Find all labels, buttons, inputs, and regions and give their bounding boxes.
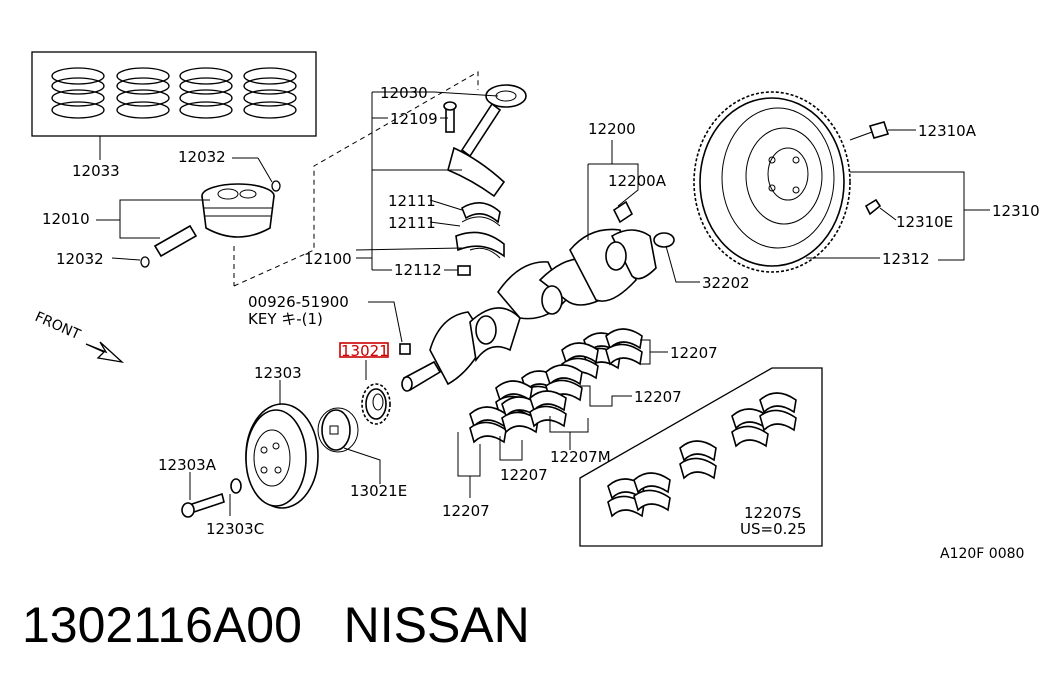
diagram-code: A120F 0080 xyxy=(940,546,1024,562)
crank-sprocket-group: 13021 xyxy=(339,342,391,425)
label-12303: 12303 xyxy=(254,364,302,382)
connecting-rod-group: 12030 12109 12111 12111 12100 12112 xyxy=(304,84,527,279)
label-12303C: 12303C xyxy=(206,520,264,538)
label-12310A: 12310A xyxy=(918,122,977,140)
label-12033: 12033 xyxy=(72,162,120,180)
snap-ring-bottom xyxy=(140,256,150,268)
label-12207-a: 12207 xyxy=(670,344,718,362)
crankshaft-group: 12200 12200A 32202 xyxy=(401,120,750,392)
bearing-row-lower xyxy=(469,390,567,444)
label-12207-d: 12207 xyxy=(442,502,490,520)
label-12207-c: 12207 xyxy=(500,466,548,484)
crank-key xyxy=(612,200,634,224)
pulley-washer xyxy=(230,478,242,494)
undersize-bearing-set: 12207S US=0.25 xyxy=(579,367,823,547)
part-number: 1302116A00 xyxy=(22,597,302,653)
brand-name: NISSAN xyxy=(343,597,530,653)
label-00926-51900: 00926-51900 xyxy=(248,293,349,311)
piston-pin xyxy=(153,224,198,258)
piston-ring-set-2 xyxy=(116,67,170,119)
rod-bearing-upper xyxy=(461,202,501,224)
front-arrow-icon xyxy=(85,341,125,364)
label-13021E: 13021E xyxy=(350,482,407,500)
label-key: KEY キ-(1) xyxy=(248,310,323,328)
bearing-pair-upper-right xyxy=(561,328,643,380)
label-12200: 12200 xyxy=(588,120,636,138)
flywheel-group: 12310A 12310E 12310 12312 xyxy=(693,91,1040,273)
label-12310E: 12310E xyxy=(896,213,953,231)
label-12100: 12100 xyxy=(304,250,352,268)
piston-ring-set-4 xyxy=(243,67,297,119)
pilot-bushing xyxy=(653,232,675,248)
label-12030: 12030 xyxy=(380,84,428,102)
piston-group: 12032 12010 12032 xyxy=(42,71,479,287)
flywheel-bolt xyxy=(868,121,890,139)
label-12010: 12010 xyxy=(42,210,90,228)
label-12032-bottom: 12032 xyxy=(56,250,104,268)
label-12303A: 12303A xyxy=(158,456,217,474)
piston-ring-set-3 xyxy=(179,67,233,119)
main-bearings-group: 12207 12207 12207M 12207 12207 xyxy=(442,328,718,520)
rod-cap xyxy=(455,231,505,258)
label-12112: 12112 xyxy=(394,261,442,279)
highlight-box xyxy=(339,342,389,358)
label-12312: 12312 xyxy=(882,250,930,268)
label-12032-top: 12032 xyxy=(178,148,226,166)
crank-pulley-group: 12303 12303A 12303C xyxy=(158,364,319,538)
rod-nut xyxy=(457,265,471,276)
label-12207M: 12207M xyxy=(550,448,611,466)
label-12111-b: 12111 xyxy=(388,214,436,232)
label-12111-a: 12111 xyxy=(388,192,436,210)
label-12310: 12310 xyxy=(992,202,1040,220)
woodruff-key xyxy=(399,343,411,355)
parts-diagram: 12033 12032 12010 12032 xyxy=(31,51,1040,562)
washer-group: 13021E xyxy=(317,407,407,500)
label-13021: 13021 xyxy=(341,342,389,360)
label-us-0-25: US=0.25 xyxy=(740,520,806,538)
label-12207-b: 12207 xyxy=(634,388,682,406)
label-32202: 32202 xyxy=(702,274,750,292)
key-group: 00926-51900 KEY キ-(1) FRONT xyxy=(32,293,411,364)
label-front: FRONT xyxy=(32,309,83,343)
label-12200A: 12200A xyxy=(608,172,667,190)
piston-rings-group: 12033 xyxy=(31,51,317,180)
footer: 1302116A00 NISSAN xyxy=(22,596,530,654)
piston-ring-set-1 xyxy=(51,67,105,119)
snap-ring-top xyxy=(271,180,281,192)
label-12109: 12109 xyxy=(390,110,438,128)
rod-bolt xyxy=(445,107,455,133)
label-12207S: 12207S xyxy=(744,504,801,522)
